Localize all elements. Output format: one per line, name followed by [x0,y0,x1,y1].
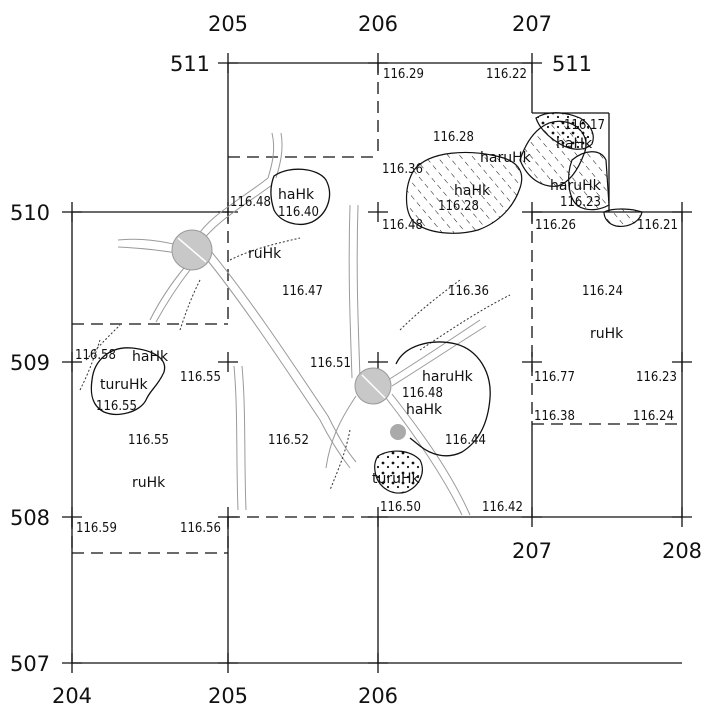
elevation-label: 116.48 [382,218,423,233]
elevation-label: 116.55 [128,433,169,448]
zone-label: haHk [132,349,169,365]
zone-label: turuHk [100,377,149,393]
zone-label: turuHk [372,471,421,487]
grid-axis-labels: 205 206 207 511 511 510 509 508 507 207 … [10,12,702,708]
elevation-label: 116.26 [535,218,576,233]
elevation-label: 116.23 [560,195,601,210]
y-label-509: 509 [10,351,50,375]
soil-patches [90,168,491,457]
elevation-label: 116.51 [310,356,351,371]
dotted-branches [79,237,511,491]
soil-zone-labels: haHk haruHk haHk haruHk haHk ruHk ruHk h… [100,136,624,491]
elevation-label: 116.24 [582,284,623,299]
x-label-top-206: 206 [358,12,398,36]
elevation-label: 116.59 [76,521,117,536]
zone-label: haruHk [480,150,532,166]
elevation-label: 116.42 [482,500,523,515]
zone-label: ruHk [590,326,624,342]
elevation-label: 116.23 [636,370,677,385]
elevation-label: 116.58 [75,348,116,363]
elevation-label: 116.36 [448,284,489,299]
zone-label: ruHk [132,475,166,491]
elevation-label: 116.40 [278,205,319,220]
elevation-label: 116.52 [268,433,309,448]
y-label-508: 508 [10,506,50,530]
elevation-label: 116.47 [282,284,323,299]
elevation-label: 116.36 [382,162,423,177]
x-label-right-208: 208 [662,539,702,563]
y-label-507: 507 [10,652,50,676]
elevation-label: 116.50 [380,500,421,515]
dashed-boundary [71,63,682,554]
x-label-bottom-205: 205 [208,684,248,708]
elevation-label: 116.28 [433,130,474,145]
elevation-label: 116.56 [180,521,221,536]
y-label-511-right: 511 [552,52,592,76]
zone-label: haHk [556,136,593,152]
zone-label: haHk [406,402,443,418]
elevation-label: 116.24 [633,409,674,424]
elevation-label: 116.22 [486,67,527,82]
y-label-511-left: 511 [170,52,210,76]
y-label-510: 510 [10,201,50,225]
x-label-bottom-206: 206 [358,684,398,708]
elevation-readings: 116.29 116.22 116.17 116.28 116.36 116.4… [75,67,678,536]
elevation-label: 116.44 [445,433,486,448]
x-label-top-205: 205 [208,12,248,36]
elevation-label: 116.48 [402,386,443,401]
hatched-patches [374,112,643,494]
zone-label: ruHk [248,246,282,262]
zone-label: haruHk [550,178,602,194]
zone-label: haHk [278,187,315,203]
x-label-bottom-204: 204 [52,684,92,708]
elevation-label: 116.21 [637,218,678,233]
tree-bases [171,229,406,440]
elevation-label: 116.48 [230,195,271,210]
elevation-label: 116.77 [534,370,575,385]
x-label-top-207: 207 [512,12,552,36]
elevation-label: 116.38 [534,409,575,424]
elevation-label: 116.28 [438,199,479,214]
zone-label: haruHk [422,369,474,385]
elevation-label: 116.17 [564,118,605,133]
elevation-label: 116.55 [96,399,137,414]
grid-crosses [62,53,692,673]
x-label-right-207: 207 [512,539,552,563]
elevation-label: 116.55 [180,370,221,385]
zone-label: haHk [454,183,491,199]
elevation-label: 116.29 [383,67,424,82]
